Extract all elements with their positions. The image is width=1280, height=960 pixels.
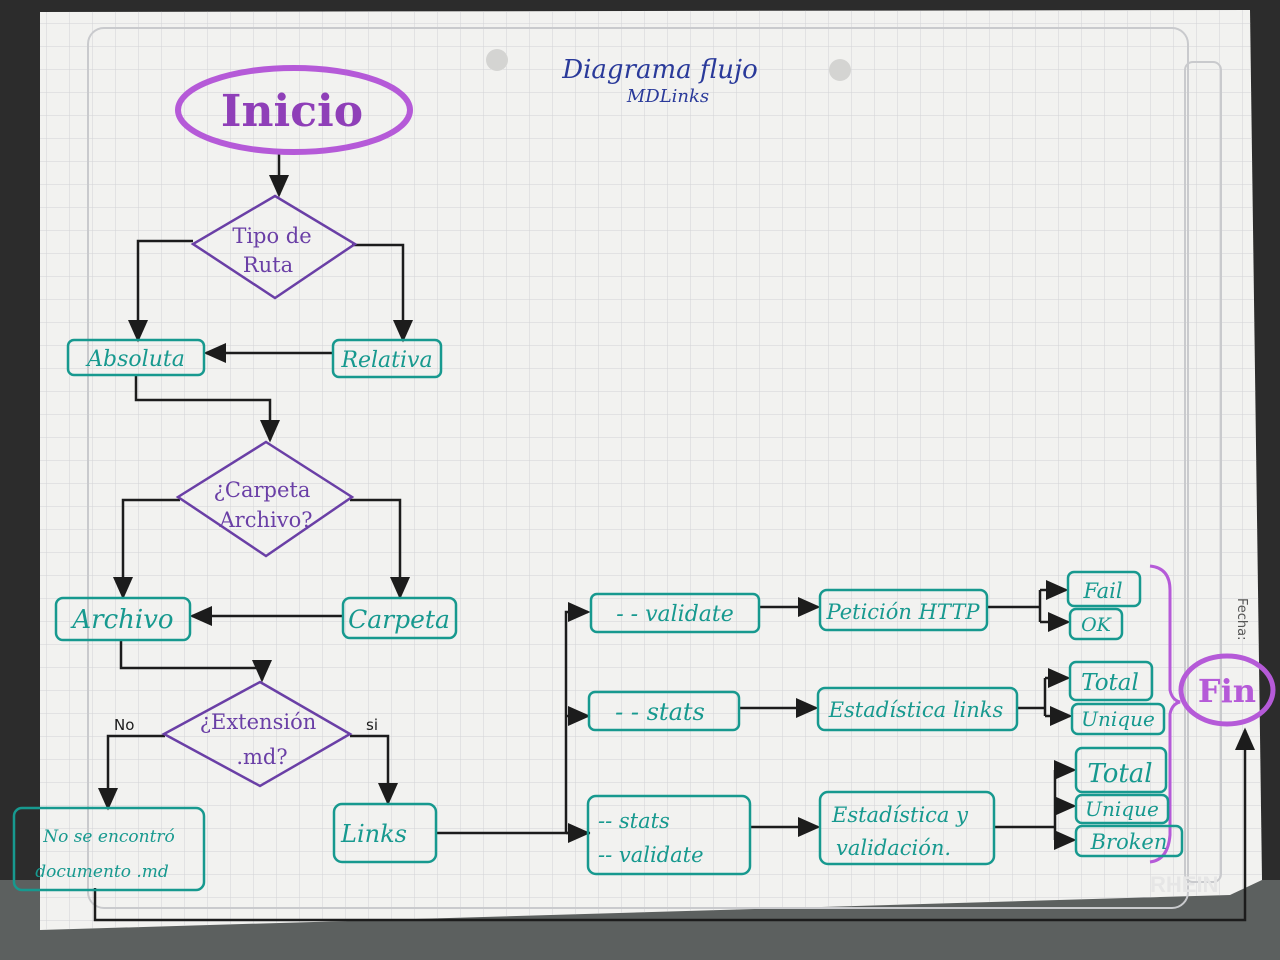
box-archivo: [54, 596, 192, 642]
edge-tipo-absoluta: [128, 239, 193, 343]
label-unique2: Unique: [1085, 797, 1159, 821]
label-ev-2: validación.: [836, 836, 951, 860]
label-fail: Fail: [1082, 579, 1122, 603]
paper-sheet: [40, 10, 1262, 930]
results-brace: [1149, 564, 1181, 864]
decision-extension-shape: [161, 680, 353, 788]
decision-carpeta-archivo: ¿Carpeta Archivo?: [175, 440, 355, 558]
label-peticion: Petición HTTP: [826, 600, 981, 624]
label-sv-1: -- stats: [598, 809, 670, 833]
box-validate: [589, 592, 761, 634]
label-stats: - - stats: [615, 698, 705, 726]
punch-hole-right: [829, 59, 851, 81]
box-links: [332, 802, 438, 864]
label-ev-1: Estadística y: [831, 803, 969, 827]
start-label: Inicio: [221, 86, 363, 137]
decision-carpeta-line1: ¿Carpeta: [214, 478, 311, 502]
box-absoluta: [66, 338, 206, 377]
edge-links-validate: [564, 602, 591, 833]
connectors: [93, 150, 1255, 922]
decision-tipo-ruta: Tipo de Ruta: [190, 194, 358, 300]
process-boxes: [12, 338, 1184, 892]
end-ellipse: [1178, 653, 1276, 727]
box-fail: [1066, 570, 1142, 608]
start-ellipse: [175, 65, 413, 155]
process-labels: Absoluta Relativa Archivo Carpeta No se …: [35, 347, 1167, 882]
decision-carpeta-shape: [175, 440, 355, 558]
label-archivo: Archivo: [70, 605, 173, 635]
box-unique1: [1070, 702, 1166, 736]
label-unique1: Unique: [1081, 707, 1155, 731]
label-ok: OK: [1081, 614, 1113, 636]
box-relativa: [331, 338, 443, 379]
label-absoluta: Absoluta: [85, 347, 185, 372]
box-estadistica-links: [816, 686, 1019, 732]
edge-label-no: No: [114, 716, 134, 734]
start-node: Inicio: [175, 65, 413, 155]
box-total1: [1068, 660, 1154, 702]
edge-decision-carpeta: [350, 498, 410, 600]
label-validate: - - validate: [616, 602, 734, 627]
edge-extension-no: [98, 734, 165, 811]
edge-tipo-relativa: [352, 243, 413, 343]
box-estadistica-validacion: [818, 790, 996, 866]
end-label: Fin: [1198, 672, 1256, 710]
decision-extension: ¿Extensión .md?: [161, 680, 353, 788]
label-no-encontro-1: No se encontró: [42, 827, 175, 847]
label-broken: Broken: [1090, 830, 1168, 854]
box-ok: [1068, 607, 1124, 641]
edge-absoluta-carpeta: [134, 375, 280, 443]
decision-carpeta-line2: Archivo?: [219, 508, 313, 532]
end-node: Fin: [1178, 653, 1276, 727]
edge-decision-archivo: [113, 498, 180, 600]
box-unique2: [1074, 793, 1170, 825]
decision-tipo-line2: Ruta: [243, 253, 293, 277]
label-estadistica-links: Estadística links: [828, 698, 1004, 722]
page-margin: [87, 27, 1189, 909]
box-stats-validate: [586, 794, 752, 876]
box-peticion: [818, 588, 989, 632]
date-label: Fecha:: [1234, 598, 1249, 641]
edge-extension-si: [350, 734, 398, 806]
edge-noencontro-fin: [93, 727, 1255, 922]
decision-tipo-shape: [190, 194, 358, 300]
decision-extension-line2: .md?: [236, 745, 287, 769]
box-carpeta: [341, 596, 458, 640]
box-total2: [1074, 746, 1168, 794]
edge-label-si: si: [366, 716, 378, 734]
diagram-subtitle: MDLinks: [626, 86, 709, 107]
brand-logo: RHEIN: [1150, 872, 1218, 897]
box-no-encontro: [12, 806, 206, 892]
label-no-encontro-2: documento .md: [35, 862, 169, 882]
edge-archivo-extension: [119, 640, 272, 683]
side-margin: [1184, 61, 1222, 883]
punch-hole-left: [486, 49, 508, 71]
label-relativa: Relativa: [340, 348, 432, 373]
decision-extension-line1: ¿Extensión: [200, 710, 316, 734]
label-carpeta: Carpeta: [348, 605, 450, 634]
label-total1: Total: [1081, 670, 1139, 696]
box-stats: [587, 690, 741, 732]
diagram-title: Diagrama flujo: [561, 55, 757, 85]
label-links: Links: [340, 820, 407, 848]
label-sv-2: -- validate: [598, 843, 704, 867]
box-broken: [1074, 824, 1184, 858]
label-total2: Total: [1087, 759, 1152, 789]
decision-tipo-line1: Tipo de: [232, 224, 311, 248]
